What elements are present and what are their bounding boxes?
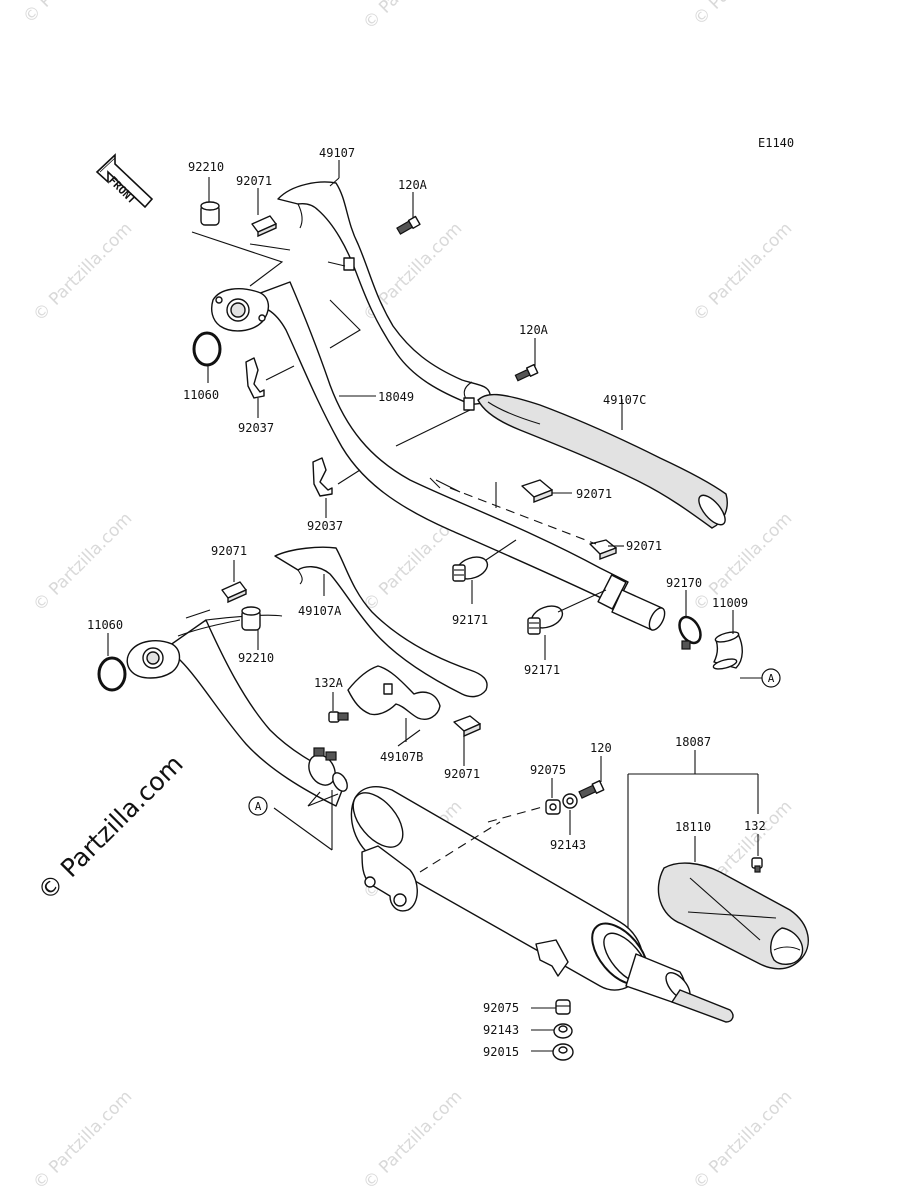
part-label: 92075 <box>530 763 566 777</box>
diagram-code: E1140 <box>758 136 794 150</box>
ref-circle-a-right: A <box>761 668 781 688</box>
gasket-11060-lower <box>97 656 127 692</box>
collar-92143-upper <box>562 793 578 809</box>
part-labels: 92210 92071 49107 120A 11060 92037 120A … <box>87 146 766 1059</box>
part-label: 11060 <box>183 388 219 402</box>
watermark-main: © Partzilla.com <box>32 749 189 906</box>
part-label: 132A <box>314 676 344 690</box>
front-arrow-icon: FRONT <box>95 153 154 209</box>
gasket-11060-upper <box>192 331 222 367</box>
heat-guard-49107A <box>274 546 488 698</box>
part-label: 92143 <box>483 1023 519 1037</box>
part-label: 120A <box>398 178 428 192</box>
part-label: 92037 <box>238 421 274 435</box>
damper-92071-left <box>221 581 247 604</box>
part-label: 92071 <box>576 487 612 501</box>
rubber-92075-upper <box>545 799 561 815</box>
washer-92015 <box>552 1043 574 1061</box>
ref-circle-a-left: A <box>248 796 268 816</box>
part-label: 49107B <box>380 750 423 764</box>
damper-92071-right-1 <box>521 479 553 504</box>
ref-a-label: A <box>768 672 775 685</box>
watermark: © Partzilla.com <box>359 0 466 34</box>
part-label: 120A <box>519 323 549 337</box>
part-label: 92210 <box>188 160 224 174</box>
damper-92071-right-2 <box>589 539 617 561</box>
part-label: 132 <box>744 819 766 833</box>
part-label: 92075 <box>483 1001 519 1015</box>
part-label: 18087 <box>675 735 711 749</box>
part-label: 92037 <box>307 519 343 533</box>
part-label: 92171 <box>524 663 560 677</box>
rubber-92075-lower <box>555 999 571 1015</box>
watermark: © Partzilla.com <box>29 509 136 616</box>
leader-lines <box>107 160 764 1052</box>
muffler-bracket <box>361 845 418 912</box>
tail-cover-18110 <box>657 862 809 970</box>
watermark: © Partzilla.com <box>29 219 136 326</box>
watermark: © Partzilla.com <box>359 1087 466 1194</box>
heat-guard-49107B <box>347 665 441 720</box>
bracket-92037-upper <box>245 357 265 399</box>
watermark: © Partzilla.com <box>689 0 796 30</box>
heat-guard-49107C <box>477 393 728 529</box>
part-label: 92170 <box>666 576 702 590</box>
spacer-92210-upper <box>200 201 220 226</box>
part-label: 92143 <box>550 838 586 852</box>
part-label: 92071 <box>626 539 662 553</box>
part-label: 92015 <box>483 1045 519 1059</box>
part-label: 92071 <box>444 767 480 781</box>
part-label: 49107C <box>603 393 646 407</box>
part-label: 92071 <box>211 544 247 558</box>
part-label: 49107A <box>298 604 342 618</box>
clamp-92171-a <box>452 556 489 582</box>
bracket-92037-mid <box>312 457 333 497</box>
clamp-92170 <box>678 615 702 650</box>
clamp-lower-joint <box>308 747 348 792</box>
watermark: © Partzilla.com <box>29 1087 136 1194</box>
damper-92071-top <box>251 215 277 238</box>
part-label: 49107 <box>319 146 355 160</box>
part-label: 11009 <box>712 596 748 610</box>
screw-132A <box>328 711 349 723</box>
collar-92143-lower <box>553 1023 573 1039</box>
clamp-92171-b <box>527 605 564 635</box>
watermark: © Partzilla.com <box>689 1087 796 1194</box>
spacer-92210-lower <box>241 606 261 631</box>
screw-132 <box>751 857 763 873</box>
muffler-body <box>350 786 734 1023</box>
exhaust-flange-upper <box>211 288 269 332</box>
part-label: 92210 <box>238 651 274 665</box>
bolt-120 <box>578 780 605 799</box>
watermark: © Partzilla.com <box>689 219 796 326</box>
part-label: 11060 <box>87 618 123 632</box>
assembly-lines <box>185 231 607 873</box>
watermark: © Partzilla.com <box>19 0 126 28</box>
muffler-lower-bracket <box>535 939 569 977</box>
ref-a-label: A <box>255 800 262 813</box>
connector-11009 <box>712 631 743 670</box>
exhaust-flange-lower <box>126 640 181 679</box>
damper-92071-low <box>453 715 481 738</box>
part-label: 120 <box>590 741 612 755</box>
part-label: 92171 <box>452 613 488 627</box>
exhaust-pipe-18049 <box>235 281 666 631</box>
part-label: 18049 <box>378 390 414 404</box>
bolt-120A-mid <box>514 363 539 382</box>
part-label: 92071 <box>236 174 272 188</box>
bolt-120A-top <box>396 215 421 235</box>
part-label: 18110 <box>675 820 711 834</box>
